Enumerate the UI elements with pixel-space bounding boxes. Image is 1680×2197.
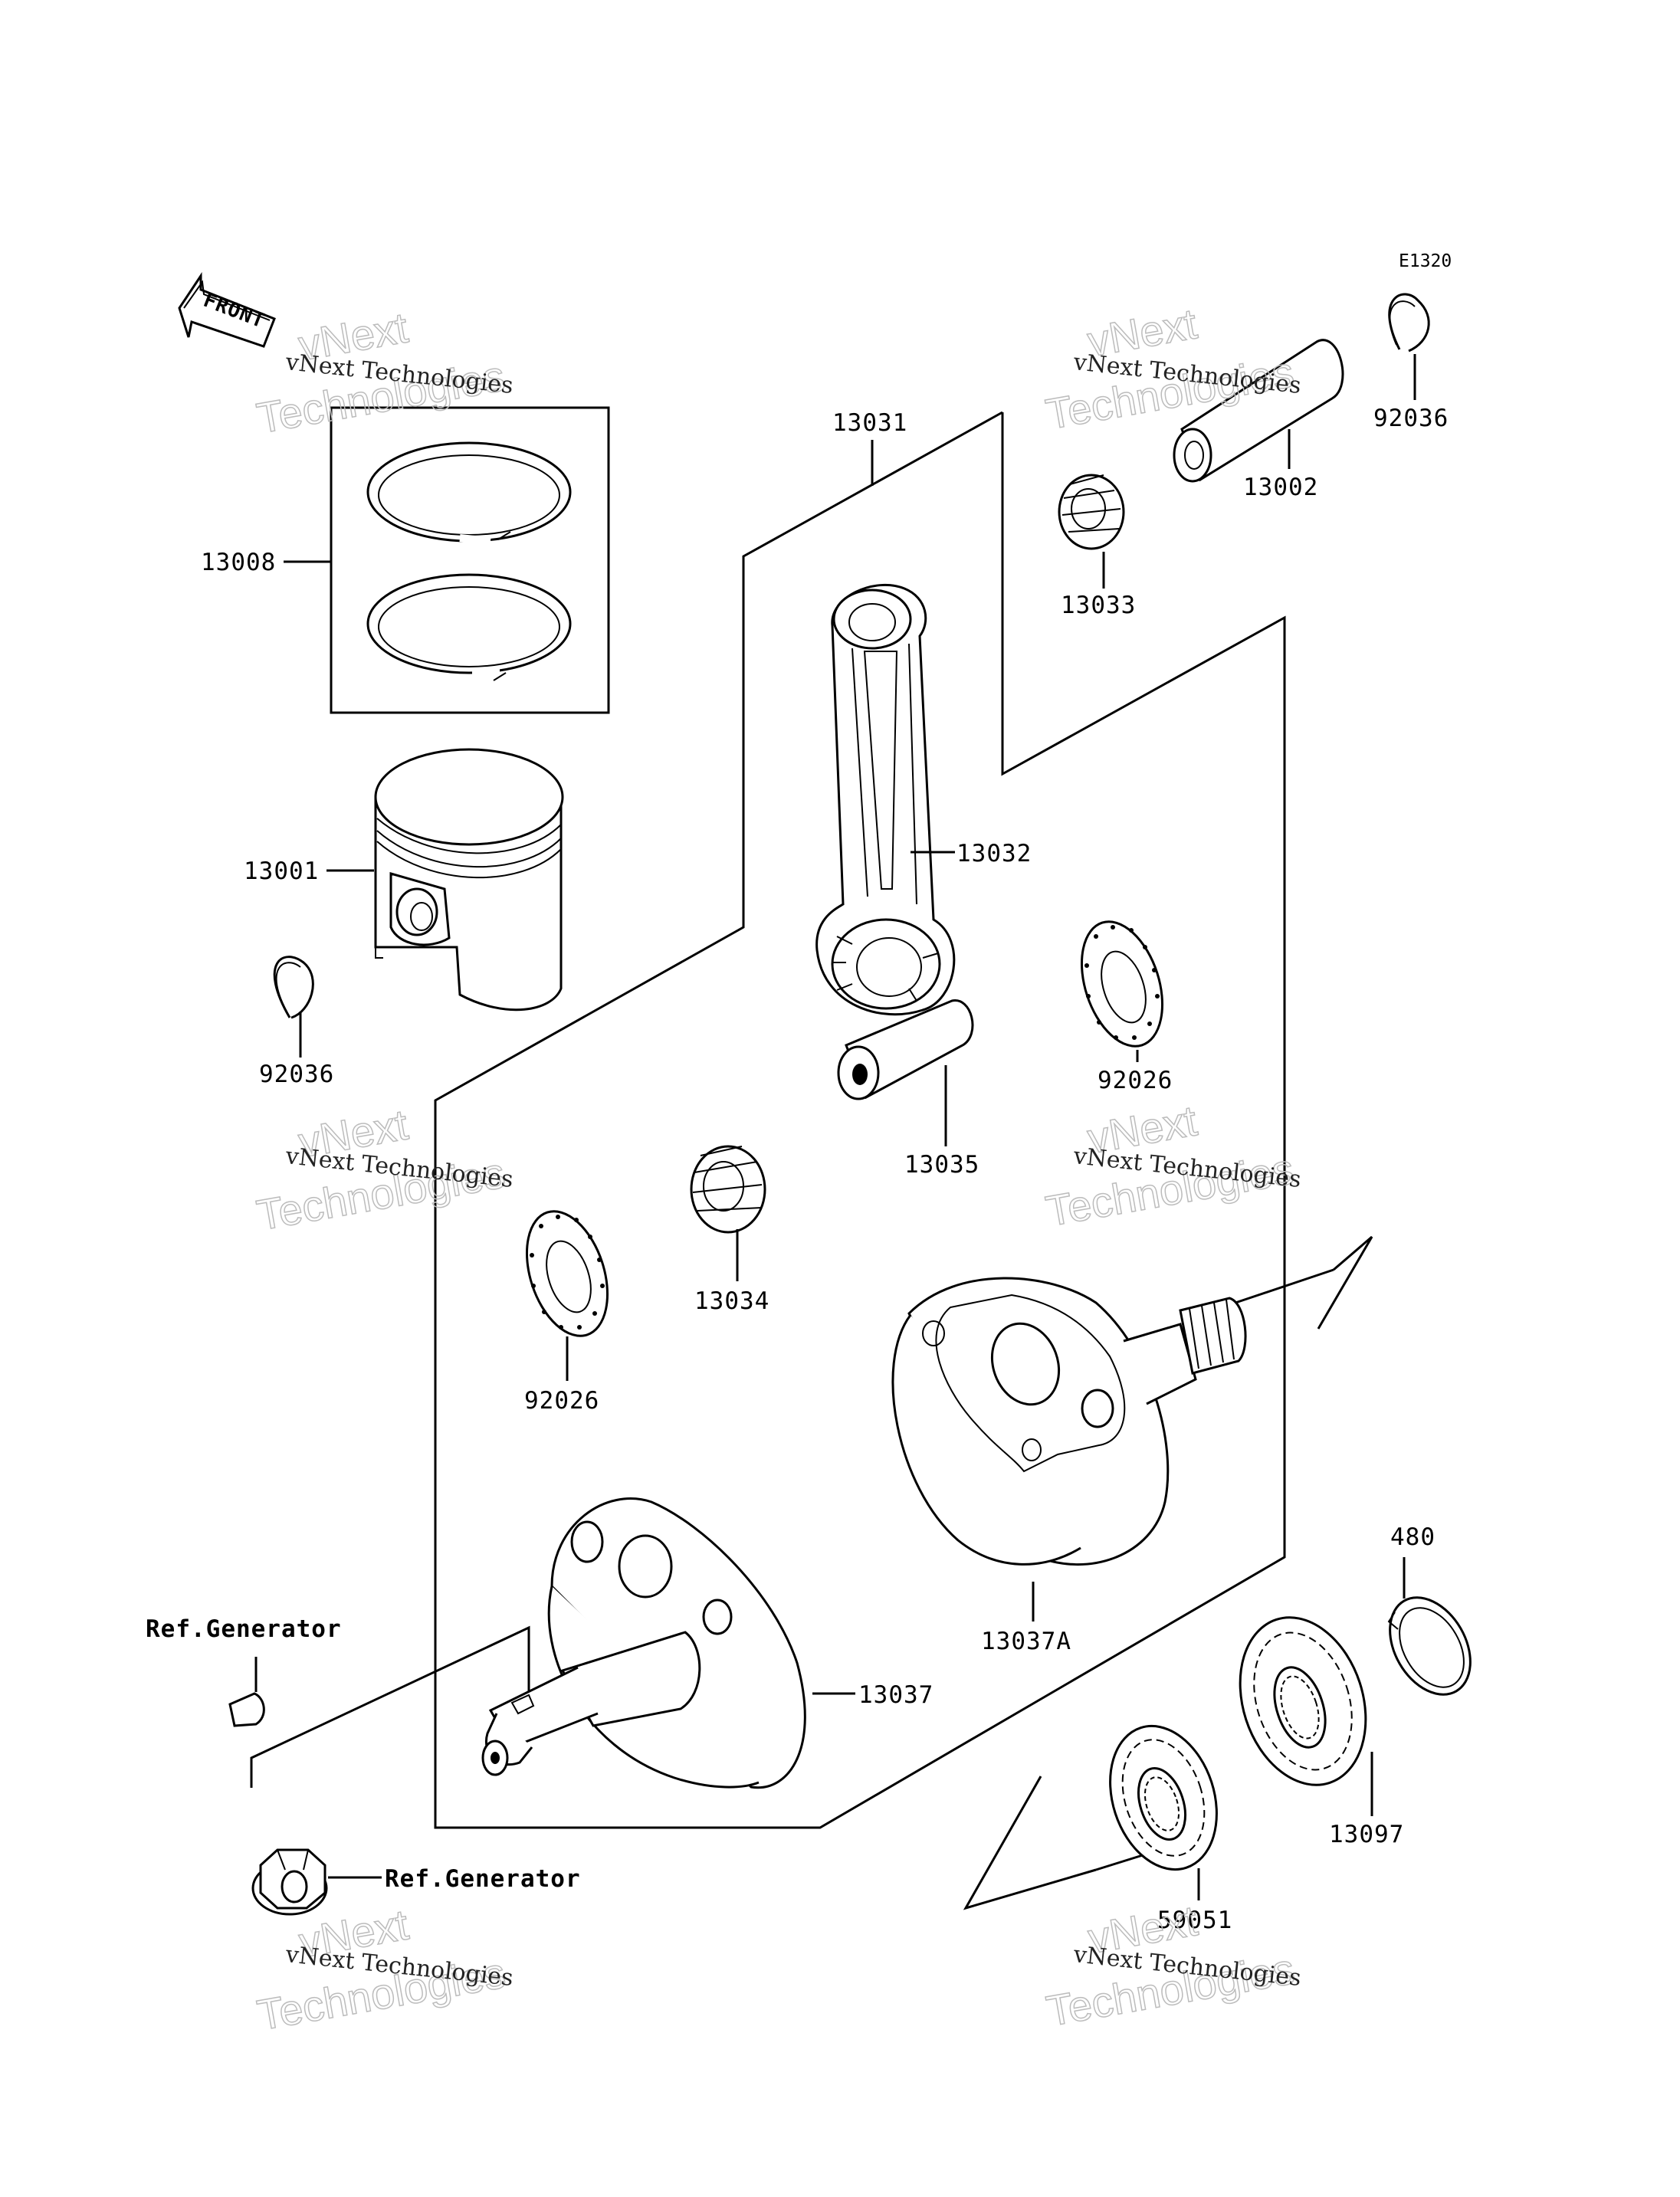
front-arrow-icon: FRONT xyxy=(178,272,276,348)
piston-pin[interactable] xyxy=(1173,339,1344,483)
label-92026-left[interactable]: 92026 xyxy=(524,1387,599,1415)
label-92036-right[interactable]: 92036 xyxy=(1373,405,1449,432)
woodruff-key[interactable] xyxy=(228,1692,265,1727)
piston[interactable] xyxy=(374,748,564,1012)
flange-nut[interactable] xyxy=(251,1848,328,1916)
thrust-washer-right[interactable] xyxy=(1067,911,1176,1056)
crankshaft-right[interactable] xyxy=(891,1277,1247,1566)
thrust-washer-left[interactable] xyxy=(512,1201,622,1346)
piston-rings-box xyxy=(330,406,610,714)
label-92026-right[interactable]: 92026 xyxy=(1098,1067,1173,1094)
label-13035[interactable]: 13035 xyxy=(904,1151,979,1179)
circlip[interactable] xyxy=(1373,1583,1487,1709)
crank-pin[interactable] xyxy=(837,999,974,1100)
drive-gear-small[interactable] xyxy=(1093,1712,1235,1883)
connecting-rod[interactable] xyxy=(815,584,956,1016)
label-13001[interactable]: 13001 xyxy=(244,857,319,885)
piston-pin-clip-left[interactable] xyxy=(273,956,314,1019)
ref-generator-top[interactable]: Ref.Generator xyxy=(146,1615,342,1643)
ref-generator-bottom[interactable]: Ref.Generator xyxy=(385,1865,581,1893)
label-13037[interactable]: 13037 xyxy=(858,1681,934,1709)
diagram-code: E1320 xyxy=(1399,251,1452,271)
label-59051[interactable]: 59051 xyxy=(1157,1907,1232,1934)
label-480[interactable]: 480 xyxy=(1390,1523,1436,1551)
label-13031[interactable]: 13031 xyxy=(832,409,907,437)
piston-pin-clip-right[interactable] xyxy=(1388,293,1430,353)
label-13037a[interactable]: 13037A xyxy=(981,1628,1071,1655)
label-13097[interactable]: 13097 xyxy=(1329,1821,1404,1848)
label-92036-left[interactable]: 92036 xyxy=(259,1061,334,1088)
piston-rings[interactable] xyxy=(366,441,572,681)
crank-assembly-frame xyxy=(434,411,1286,1829)
crankshaft-left[interactable] xyxy=(481,1497,806,1789)
label-13034[interactable]: 13034 xyxy=(694,1287,769,1315)
small-end-bearing[interactable] xyxy=(1058,474,1125,550)
label-13002[interactable]: 13002 xyxy=(1243,474,1318,501)
big-end-bearing[interactable] xyxy=(690,1145,766,1234)
label-13008[interactable]: 13008 xyxy=(201,549,276,576)
drive-gear-large[interactable] xyxy=(1219,1601,1386,1801)
label-13032[interactable]: 13032 xyxy=(956,840,1032,867)
label-13033[interactable]: 13033 xyxy=(1061,592,1136,619)
